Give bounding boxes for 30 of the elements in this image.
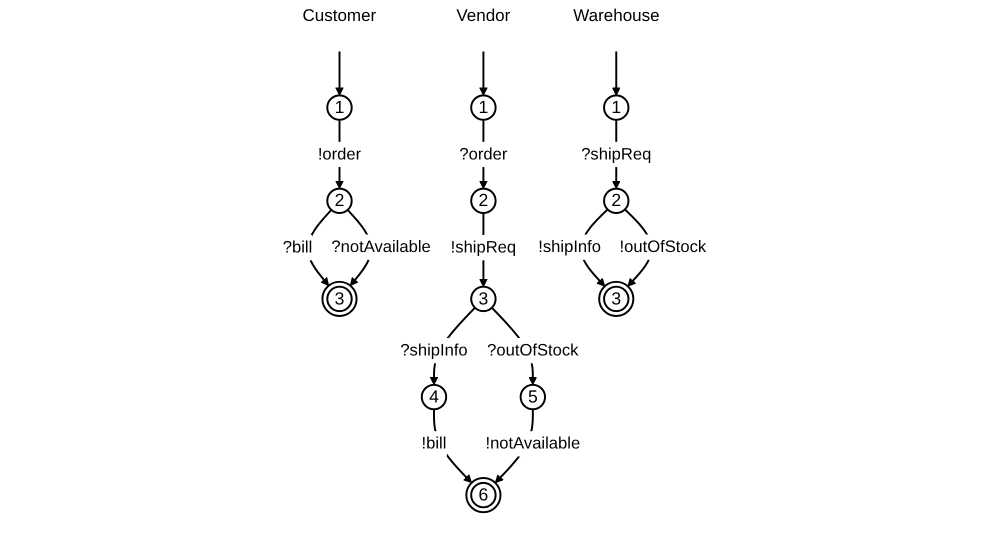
node-circle: 2 bbox=[326, 188, 353, 214]
edge-label: ?notAvailable bbox=[331, 237, 431, 256]
node-circle: 6 bbox=[465, 477, 502, 514]
edge-label: ?shipInfo bbox=[400, 340, 468, 360]
edge-label: !shipInfo bbox=[538, 237, 601, 256]
column-heading: Customer bbox=[302, 6, 376, 26]
node-circle: 5 bbox=[520, 384, 546, 410]
edge-label: !notAvailable bbox=[485, 434, 580, 453]
node-circle: 2 bbox=[470, 188, 497, 214]
edge-label: ?order bbox=[459, 144, 508, 164]
node-circle: 1 bbox=[326, 94, 353, 121]
column-heading: Vendor bbox=[456, 6, 510, 26]
edge-label: !bill bbox=[422, 434, 446, 453]
arrow bbox=[335, 51, 344, 96]
node-circle: 2 bbox=[603, 188, 630, 214]
arrow bbox=[479, 51, 488, 96]
column-heading: Warehouse bbox=[573, 6, 660, 26]
edge-label: ?bill bbox=[282, 238, 312, 256]
node-circle: 1 bbox=[470, 94, 497, 121]
node-circle: 3 bbox=[321, 280, 358, 317]
edge-label: !shipReq bbox=[450, 238, 516, 256]
edge-label: ?shipReq bbox=[581, 144, 652, 164]
node-circle: 3 bbox=[598, 280, 634, 317]
node-circle: 1 bbox=[603, 94, 630, 121]
node-circle: 4 bbox=[420, 384, 448, 410]
arrow bbox=[612, 51, 621, 96]
edge-label: !order bbox=[318, 144, 362, 164]
node-circle: 3 bbox=[470, 286, 497, 312]
edge-label: ?outOfStock bbox=[487, 340, 578, 360]
edge-label: !outOfStock bbox=[620, 237, 706, 256]
